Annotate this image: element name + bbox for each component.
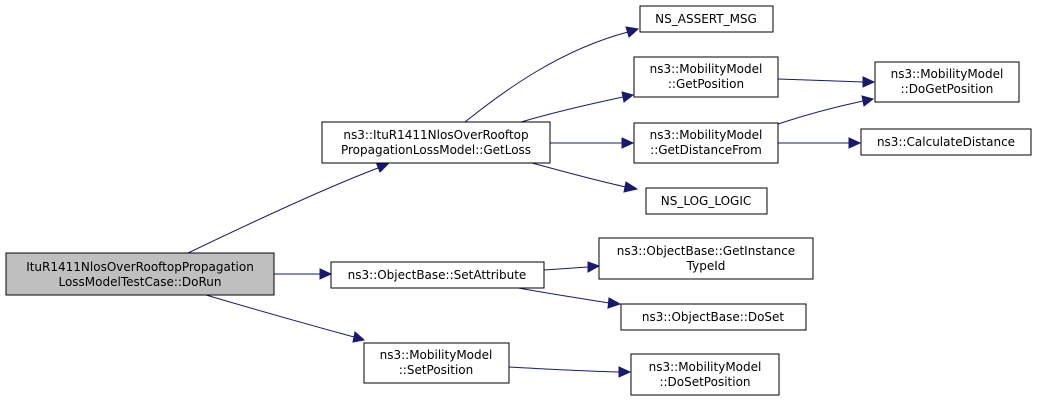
- node-get-position[interactable]: ns3::MobilityModel ::GetPosition: [633, 56, 779, 98]
- node-set-attribute-line-1: ns3::ObjectBase::SetAttribute: [348, 268, 527, 282]
- edge-setAttribute-getInstanceTid: [543, 261, 601, 273]
- node-do-set-position[interactable]: ns3::MobilityModel ::DoSetPosition: [630, 353, 780, 396]
- node-get-loss-line-1: ns3::ItuR1411NlosOverRooftop: [343, 128, 528, 142]
- edge-getLoss-getPosition: [520, 91, 635, 123]
- node-get-distance-from-line-1: ns3::MobilityModel: [650, 128, 763, 142]
- node-calculate-distance[interactable]: ns3::CalculateDistance: [860, 128, 1032, 156]
- node-root-line-1: ItuR1411NlosOverRooftopPropagation: [26, 260, 254, 274]
- node-root-line-2: LossModelTestCase::DoRun: [58, 275, 221, 289]
- edge-setPosition-doSetPosition: [508, 366, 632, 378]
- edge-setAttribute-doSet: [512, 286, 622, 309]
- node-log-logic-line-1: NS_LOG_LOGIC: [661, 194, 752, 208]
- edge-root-getLoss: [185, 161, 390, 255]
- node-assert-msg[interactable]: NS_ASSERT_MSG: [639, 5, 774, 33]
- edge-getLoss-getDistance: [550, 137, 635, 149]
- edge-getDistance-doGetPosition: [777, 95, 875, 125]
- node-do-get-position[interactable]: ns3::MobilityModel ::DoGetPosition: [874, 61, 1020, 103]
- node-get-loss-line-2: PropagationLossModel::GetLoss: [341, 143, 531, 157]
- node-do-get-position-line-1: ns3::MobilityModel: [891, 67, 1004, 81]
- edge-root-setAttribute: [274, 268, 333, 280]
- node-get-position-line-2: ::GetPosition: [668, 77, 744, 91]
- node-assert-msg-line-1: NS_ASSERT_MSG: [655, 12, 757, 26]
- edge-root-setPosition: [205, 294, 366, 343]
- node-root[interactable]: ItuR1411NlosOverRooftopPropagation LossM…: [5, 252, 275, 296]
- node-do-get-position-line-2: ::DoGetPosition: [901, 82, 994, 96]
- edge-getPosition-doGetPosition: [777, 76, 876, 88]
- node-do-set-position-line-1: ns3::MobilityModel: [649, 360, 762, 374]
- node-calculate-distance-line-1: ns3::CalculateDistance: [877, 135, 1015, 149]
- edge-getDistance-calcDistance: [778, 137, 862, 149]
- node-get-distance-from[interactable]: ns3::MobilityModel ::GetDistanceFrom: [633, 122, 779, 164]
- node-do-set-position-line-2: ::DoSetPosition: [659, 375, 750, 389]
- edge-getLoss-assertMsg: [464, 26, 640, 123]
- node-set-position[interactable]: ns3::MobilityModel ::SetPosition: [363, 342, 510, 384]
- node-get-instance-typeid[interactable]: ns3::ObjectBase::GetInstance TypeId: [598, 237, 814, 280]
- node-get-instance-typeid-line-2: TypeId: [686, 259, 726, 273]
- edge-getLoss-logLogic: [531, 162, 639, 193]
- node-get-distance-from-line-2: ::GetDistanceFrom: [650, 143, 762, 157]
- node-set-attribute[interactable]: ns3::ObjectBase::SetAttribute: [330, 261, 545, 289]
- node-do-set[interactable]: ns3::ObjectBase::DoSet: [620, 303, 807, 331]
- node-get-instance-typeid-line-1: ns3::ObjectBase::GetInstance: [617, 244, 795, 258]
- node-do-set-line-1: ns3::ObjectBase::DoSet: [642, 310, 785, 324]
- node-get-position-line-1: ns3::MobilityModel: [650, 62, 763, 76]
- node-set-position-line-2: ::SetPosition: [399, 363, 474, 377]
- node-get-loss[interactable]: ns3::ItuR1411NlosOverRooftop Propagation…: [321, 121, 551, 164]
- node-set-position-line-1: ns3::MobilityModel: [380, 348, 493, 362]
- node-log-logic[interactable]: NS_LOG_LOGIC: [645, 187, 768, 215]
